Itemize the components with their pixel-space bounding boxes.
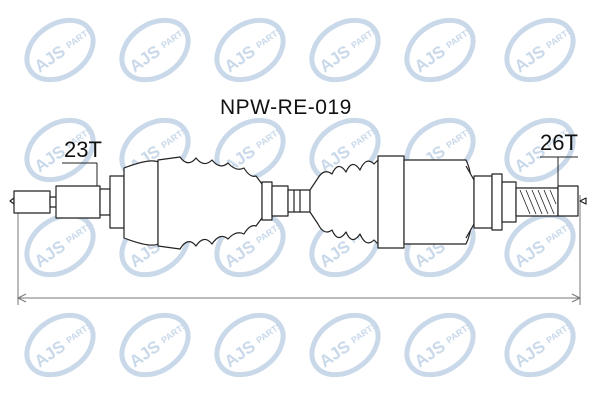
ajs-parts-logo-icon: [111, 7, 201, 92]
left-spline-count-label: 23T: [64, 137, 102, 162]
ajs-parts-logo-icon: [206, 7, 296, 92]
ajs-parts-logo-icon: [396, 7, 486, 92]
ajs-parts-logo-icon: [301, 7, 391, 92]
left-spline-shaft: [55, 185, 101, 219]
right-spline-teeth: [519, 189, 557, 215]
ajs-parts-logo-icon: [206, 302, 296, 387]
drive-shaft: [9, 155, 587, 250]
ajs-parts-logo-icon: [16, 7, 106, 92]
ajs-parts-logo-icon: [496, 302, 586, 387]
part-number-label: NPW-RE-019: [220, 96, 352, 119]
ajs-parts-logo-icon: [301, 302, 391, 387]
outer-cv-joint: [123, 160, 159, 246]
ajs-parts-logo-icon: [496, 7, 586, 92]
ajs-parts-logo-icon: [396, 302, 486, 387]
left-spline-leader: [62, 162, 98, 186]
inner-cv-housing: [403, 159, 472, 245]
right-spline-leader: [540, 156, 578, 186]
right-spline-count-label: 26T: [540, 130, 578, 155]
shaft-bar: [287, 189, 311, 213]
ajs-parts-logo-icon: [16, 302, 106, 387]
left-spline-stub: [13, 190, 51, 214]
inner-joint-collar: [377, 155, 405, 249]
right-end-marker: [579, 197, 587, 205]
right-spline-stub: [557, 185, 579, 217]
ajs-parts-logo-icon: [111, 302, 201, 387]
left-cv-boot: [157, 156, 263, 250]
